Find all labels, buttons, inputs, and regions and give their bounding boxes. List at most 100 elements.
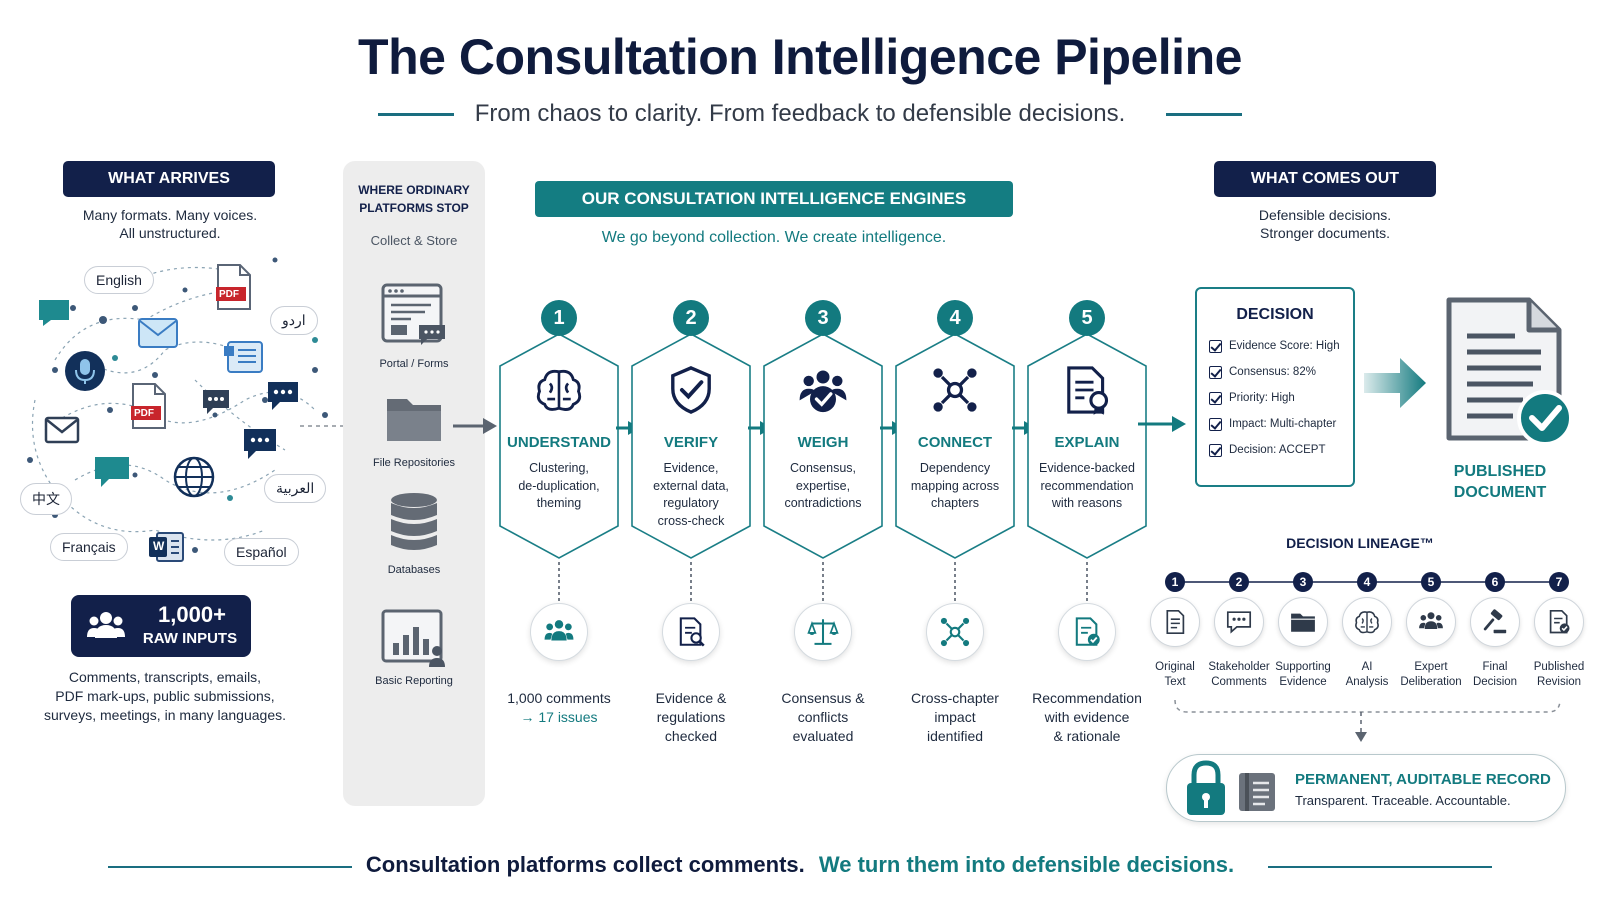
language-bubble-arabic: العربية xyxy=(264,474,327,503)
language-bubble-spanish: Español xyxy=(224,538,299,566)
decision-check-item: Consensus: 82% xyxy=(1209,359,1340,385)
lineage-step-circle xyxy=(1150,597,1200,647)
decision-check-text: Priority: High xyxy=(1229,392,1295,404)
chat-bubble-icon xyxy=(93,455,131,489)
engine-step-number: 4 xyxy=(937,300,973,336)
engine-output-text: 1,000 comments xyxy=(507,690,611,706)
engine-output-text: Evidence & xyxy=(655,690,727,706)
network-icon xyxy=(940,617,970,647)
pdf-label: PDF xyxy=(134,408,154,419)
language-bubble-chinese: 中文 xyxy=(20,483,72,515)
decision-check-text: Evidence Score: High xyxy=(1229,340,1340,352)
lineage-step-label: Original xyxy=(1155,661,1195,673)
engine-step-description: mapping across xyxy=(910,478,1000,493)
lineage-step-circle xyxy=(1406,597,1456,647)
brain-icon xyxy=(1355,611,1379,634)
people-group-icon xyxy=(1419,612,1443,629)
lock-icon xyxy=(1187,760,1225,815)
published-document-icon xyxy=(1446,297,1573,446)
engine-step-description: Dependency xyxy=(919,461,991,475)
engine-hexagon xyxy=(895,333,1015,559)
what-arrives-heading: WHAT ARRIVES xyxy=(63,161,275,197)
engine-output-text: checked xyxy=(664,728,718,744)
network-icon xyxy=(933,368,977,412)
decision-check-item: Priority: High xyxy=(1209,385,1340,411)
decision-card: DECISION Evidence Score: High Consensus:… xyxy=(1195,287,1355,487)
what-arrives-caption-1: Many formats. Many voices. xyxy=(82,207,258,223)
document-award-icon xyxy=(1067,366,1109,415)
engine-output-connector xyxy=(690,562,692,602)
envelope-icon xyxy=(44,414,80,446)
lineage-step-number: 4 xyxy=(1357,572,1377,592)
what-arrives-caption-2: All unstructured. xyxy=(119,225,221,241)
engine-hexagon xyxy=(1027,333,1147,559)
engine-step-description: theming xyxy=(536,496,582,510)
ordinary-platforms-subheading: Collect & Store xyxy=(370,233,458,248)
engine-step-title: WEIGH xyxy=(797,434,849,451)
engine-output-text: → 17 issues xyxy=(520,709,598,725)
footer-tagline: Consultation platforms collect comments.… xyxy=(0,852,1600,878)
checkbox-icon xyxy=(1209,339,1222,353)
decision-check-text: Impact: Multi-chapter xyxy=(1229,418,1337,430)
lineage-step-number: 3 xyxy=(1293,572,1313,592)
ordinary-platforms-heading-2: PLATFORMS STOP xyxy=(359,201,469,215)
ordinary-platforms-panel: WHERE ORDINARY PLATFORMS STOP Collect & … xyxy=(343,161,485,806)
lineage-step-number: 1 xyxy=(1165,572,1185,592)
engine-hexagon xyxy=(763,333,883,559)
lineage-step-label: Expert xyxy=(1414,661,1448,673)
lineage-step-label: Evidence xyxy=(1279,676,1327,688)
decision-check-item: Impact: Multi-chapter xyxy=(1209,411,1340,437)
lineage-step-label: Revision xyxy=(1536,676,1582,688)
checkbox-icon xyxy=(1209,417,1222,431)
people-group-icon xyxy=(87,612,125,638)
auditable-record-banner: PERMANENT, AUDITABLE RECORD Transparent.… xyxy=(1166,754,1566,822)
decision-to-published-arrow xyxy=(1364,358,1426,408)
microphone-icon xyxy=(64,350,106,392)
engine-step-description: Evidence, xyxy=(663,461,719,475)
ledger-book-icon xyxy=(1239,773,1275,811)
decision-check-text: Decision: ACCEPT xyxy=(1229,444,1326,456)
what-comes-out-caption-2: Stronger documents. xyxy=(1260,225,1390,241)
lineage-step-circle xyxy=(1214,597,1264,647)
raw-inputs-value: 1,000+ xyxy=(158,602,226,627)
chat-bubble-icon xyxy=(266,380,300,412)
footer-tagline-part-2: We turn them into defensible decisions. xyxy=(818,852,1235,877)
subtitle-rule-right xyxy=(1166,113,1242,116)
web-form-icon xyxy=(381,283,445,345)
engine-step-description: external data, xyxy=(653,478,729,493)
decision-check-item: Decision: ACCEPT xyxy=(1209,437,1340,463)
engine-output-text: Consensus & xyxy=(781,690,865,706)
globe-icon xyxy=(172,455,216,499)
bar-chart-report-icon xyxy=(381,609,445,667)
engine-output-text: impact xyxy=(934,709,976,725)
pdf-icon: PDF xyxy=(216,263,252,311)
lineage-step-label: Text xyxy=(1164,676,1186,688)
engine-output-circle xyxy=(926,603,984,661)
chat-bubble-icon xyxy=(37,298,71,328)
language-bubble-english: English xyxy=(84,266,154,294)
word-document-icon: W xyxy=(147,531,185,563)
decision-title: DECISION xyxy=(1236,306,1314,323)
engine-output-text: conflicts xyxy=(797,709,849,725)
engine-step-description: expertise, xyxy=(795,478,851,493)
document-list-icon xyxy=(222,340,266,376)
ordinary-platforms-heading-1: WHERE ORDINARY xyxy=(358,183,470,197)
engine-step-description: contradictions xyxy=(784,496,862,510)
engine-hexagon xyxy=(631,333,751,559)
engine-output-text: Recommendation xyxy=(1032,690,1142,706)
engine-step-title: EXPLAIN xyxy=(1054,434,1120,451)
engine-step-number: 2 xyxy=(673,300,709,336)
checkbox-icon xyxy=(1209,443,1222,457)
ordinary-item-label: Databases xyxy=(387,564,441,576)
people-check-icon xyxy=(799,370,847,413)
engine-step-description: regulatory xyxy=(663,496,719,510)
database-icon xyxy=(391,493,437,550)
gavel-icon xyxy=(1483,609,1507,634)
comment-icon xyxy=(1226,611,1252,634)
engine-output-text: regulations xyxy=(656,709,726,725)
lineage-step-label: Final xyxy=(1482,661,1508,673)
footer-rule-left xyxy=(108,866,352,868)
document-icon xyxy=(1166,609,1185,635)
lineage-step-label: Analysis xyxy=(1345,676,1389,688)
engine-output-text: with evidence xyxy=(1044,709,1130,725)
